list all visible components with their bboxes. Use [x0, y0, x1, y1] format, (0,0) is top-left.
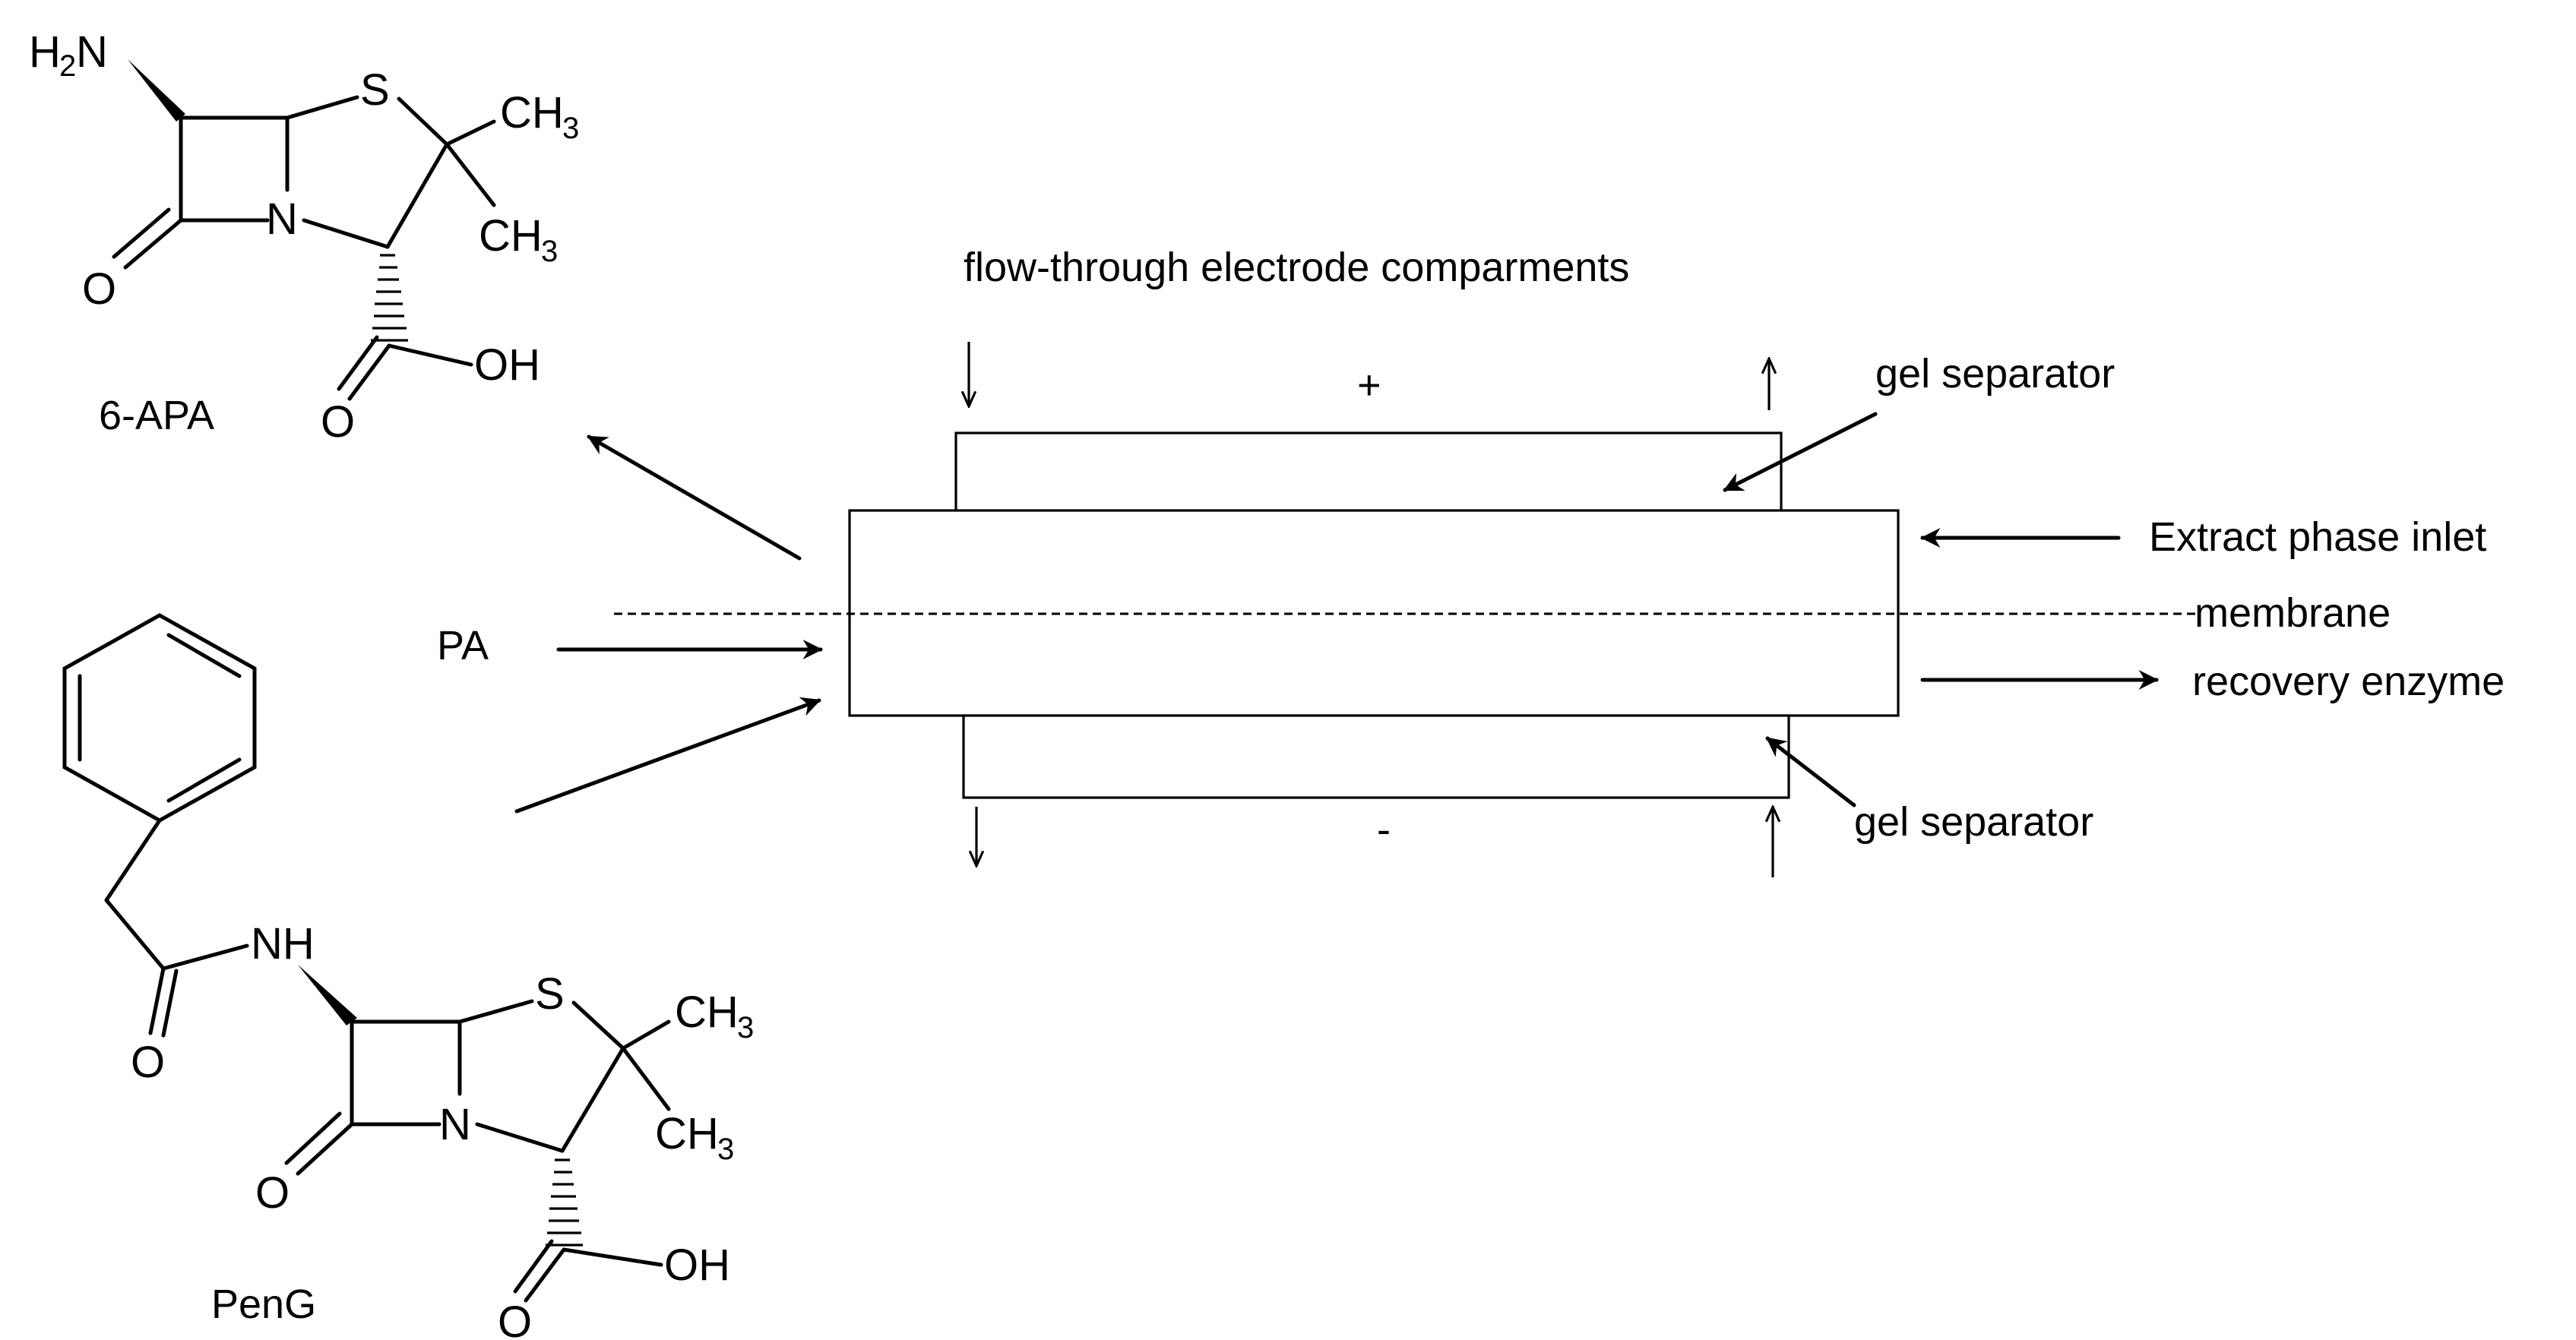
peng-bond: [148, 966, 166, 1035]
peng-bond: [560, 1046, 625, 1153]
peng-benzene-double: [166, 757, 242, 803]
apa-bond: [397, 96, 449, 147]
peng-nh: NH: [251, 919, 315, 969]
apa-n-atom: N: [266, 194, 298, 244]
peng-oh: OH: [664, 1240, 730, 1290]
apa-hash-bond: [371, 254, 408, 342]
apa-bond: [337, 335, 379, 391]
peng-benzene-ring: [62, 613, 257, 823]
apa-bond: [445, 119, 496, 147]
apa-ch3-a-sub: 3: [562, 112, 579, 145]
apa-o-ketone: O: [82, 264, 116, 314]
apa-bond: [445, 142, 496, 207]
apa-amine-h: H: [29, 27, 61, 77]
peng-bond: [621, 1019, 671, 1051]
minus-sign: -: [1377, 807, 1391, 852]
peng-ch3-b: CH: [655, 1109, 719, 1158]
apa-ch3-b: CH: [479, 211, 543, 261]
recovery-enzyme-label: recovery enzyme: [2192, 659, 2505, 704]
apa-amine-n: N: [76, 27, 108, 77]
peng-bond: [457, 999, 534, 1024]
peng-o-amide: O: [131, 1038, 165, 1087]
apa-wedge-bond: [128, 59, 185, 122]
peng-hash-bond: [546, 1158, 583, 1247]
gel-separator-top-arrow: [1723, 412, 1878, 492]
gel-separator-top-label: gel separator: [1875, 351, 2115, 397]
apa-ch3-a: CH: [500, 88, 564, 137]
peng-bond: [296, 1122, 354, 1176]
peng-bond: [284, 1111, 342, 1165]
apa-s-atom: S: [360, 65, 390, 115]
pa-label: PA: [437, 623, 489, 668]
membrane-label: membrane: [2195, 590, 2391, 636]
peng-ch3-a-sub: 3: [737, 1011, 754, 1045]
peng-bond: [513, 1239, 554, 1294]
peng-in-arrow: [514, 697, 821, 814]
peng-s-atom: S: [535, 969, 565, 1019]
apa-bond: [385, 142, 449, 249]
apa-bond: [123, 218, 183, 270]
apa-oh: OH: [474, 340, 540, 390]
peng-bond: [104, 818, 162, 902]
peng-wedge-bond: [298, 965, 357, 1026]
peng-bond: [161, 969, 179, 1038]
gel-separator-bottom-arrow: [1765, 736, 1856, 807]
apa-amine-sub2: 2: [59, 49, 76, 83]
apa-bond: [387, 343, 473, 367]
apa-bond: [285, 95, 359, 120]
peng-bond: [161, 943, 249, 971]
apa-bond: [112, 207, 171, 259]
apa-bond: [347, 343, 391, 401]
apa-name: 6-APA: [99, 393, 214, 438]
peng-bond: [104, 898, 166, 971]
apa-o-acid: O: [321, 397, 355, 447]
flow-electrode-label: flow-through electrode comparments: [964, 245, 1629, 290]
peng-o-ketone: O: [255, 1168, 290, 1218]
molecule-peng: NH O N O S CH 3 CH 3: [62, 613, 754, 1340]
peng-bond: [524, 1247, 566, 1303]
top-electrode-compartment: [954, 431, 1783, 514]
plus-sign: +: [1357, 362, 1381, 408]
gel-separator-bottom-label: gel separator: [1854, 799, 2093, 845]
peng-bond: [562, 1247, 663, 1267]
peng-benzene-double: [166, 633, 242, 678]
peng-bond: [621, 1046, 671, 1111]
apa-out-arrow: [587, 435, 802, 561]
peng-ch3-b-sub: 3: [717, 1133, 734, 1166]
molecule-6-apa: H 2 N N O S CH 3 CH 3: [29, 27, 579, 447]
extract-inlet-label: Extract phase inlet: [2149, 514, 2486, 560]
bottom-electrode-compartment: [962, 714, 1790, 799]
apa-bond: [302, 218, 390, 249]
peng-bond: [475, 1122, 565, 1153]
peng-n-atom: N: [439, 1100, 471, 1149]
apa-ch3-b-sub: 3: [541, 235, 558, 268]
peng-ch3-a: CH: [675, 988, 739, 1037]
peng-bond: [571, 1000, 625, 1051]
peng-name: PenG: [211, 1282, 316, 1327]
reactor: flow-through electrode comparments + mem…: [437, 245, 2505, 877]
peng-o-acid: O: [498, 1297, 532, 1340]
